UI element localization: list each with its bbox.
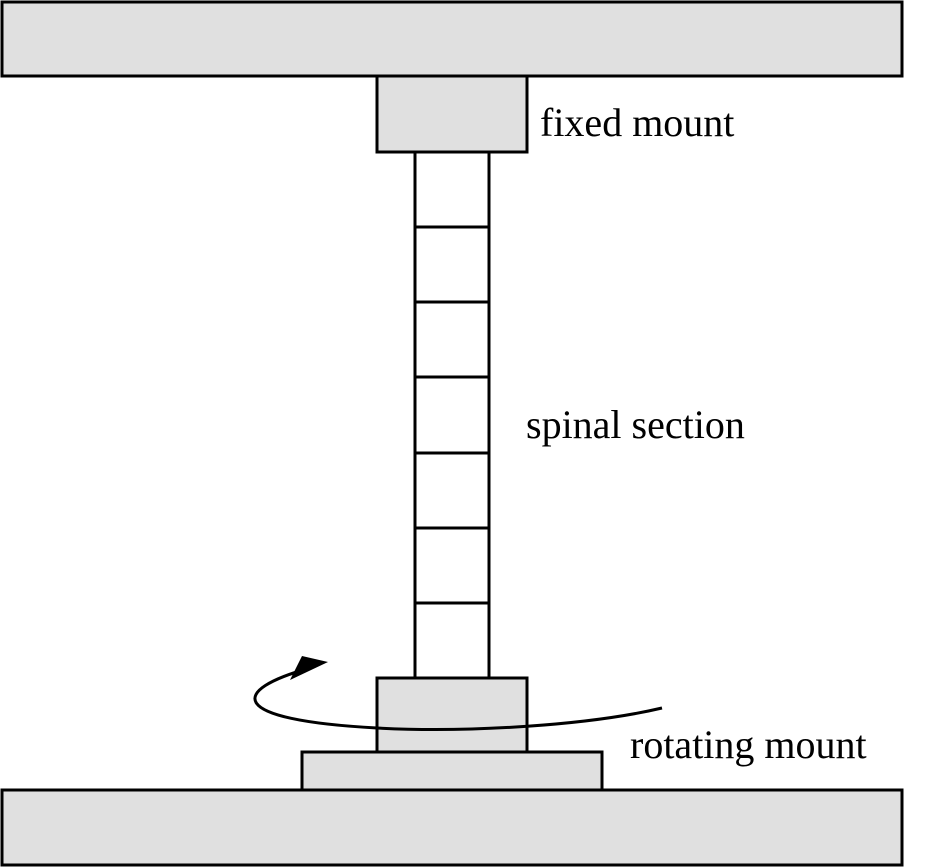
top-frame-plate: [0, 0, 904, 78]
spinal-column: [413, 150, 491, 680]
rotation-arrow-front: [376, 706, 663, 731]
vertebra-dividers: [415, 225, 489, 605]
fixed-mount-label: fixed mount: [540, 100, 734, 145]
rotating-mount-block: [375, 676, 529, 754]
spinal-section-label: spinal section: [526, 402, 745, 447]
rotation-arrow-head-icon: [290, 656, 328, 680]
fixed-mount-block: [375, 74, 529, 154]
rotation-arrow-back: [253, 666, 378, 730]
rotating-mount-label: rotating mount: [630, 722, 867, 767]
bottom-frame-plate: [0, 788, 904, 867]
rotating-mount-base: [300, 750, 604, 792]
